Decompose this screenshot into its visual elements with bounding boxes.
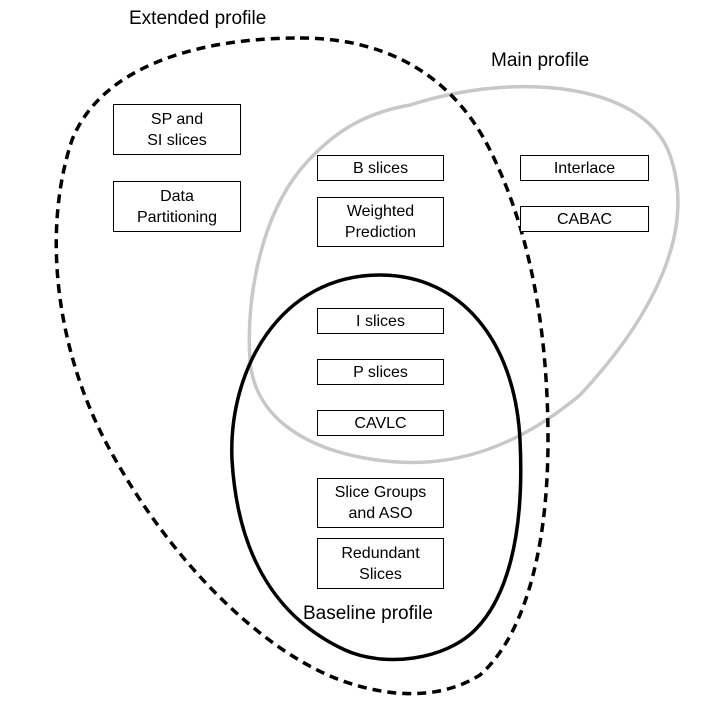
feature-data-partitioning: Data Partitioning — [113, 181, 241, 232]
feature-label: Redundant — [341, 544, 420, 562]
main-profile-boundary — [247, 84, 680, 465]
feature-redundant-slices: Redundant Slices — [317, 538, 444, 589]
feature-label: Prediction — [344, 224, 417, 241]
feature-label: Data — [160, 187, 194, 205]
baseline-profile-label: Baseline profile — [303, 603, 433, 624]
feature-label: CABAC — [556, 210, 613, 228]
feature-label: Slice Groups — [334, 484, 427, 501]
extended-profile-boundary — [54, 36, 550, 696]
feature-p-slices: P slices — [317, 359, 444, 385]
feature-label: B slices — [352, 159, 409, 177]
feature-label: CAVLC — [354, 414, 407, 432]
feature-label: and ASO — [348, 505, 413, 522]
feature-b-slices: B slices — [317, 155, 444, 181]
feature-label: I slices — [356, 312, 405, 330]
feature-sp-si-slices: SP and SI slices — [113, 104, 241, 155]
feature-label: Partitioning — [136, 208, 218, 226]
feature-interlace: Interlace — [520, 155, 649, 181]
feature-weighted-prediction: Weighted Prediction — [317, 197, 444, 247]
feature-slice-groups-aso: Slice Groups and ASO — [317, 478, 444, 528]
feature-label: SI slices — [147, 131, 207, 149]
feature-i-slices: I slices — [317, 308, 444, 334]
feature-label: Slices — [359, 565, 402, 583]
feature-cavlc: CAVLC — [317, 410, 444, 436]
feature-label: SP and — [150, 110, 204, 128]
baseline-profile-boundary — [230, 273, 523, 662]
feature-label: P slices — [353, 363, 408, 381]
feature-label: Interlace — [553, 159, 616, 177]
feature-cabac: CABAC — [520, 206, 649, 232]
feature-label: Weighted — [346, 203, 415, 220]
extended-profile-label: Extended profile — [129, 8, 267, 29]
main-profile-label: Main profile — [491, 50, 590, 71]
